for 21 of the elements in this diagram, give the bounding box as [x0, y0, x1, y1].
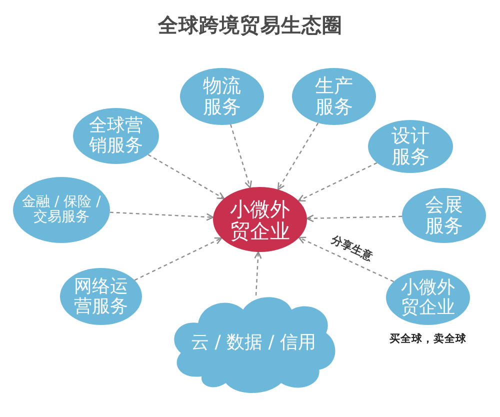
dashed-arrow	[306, 214, 402, 222]
dashed-arrow	[254, 251, 262, 296]
dashed-arrow	[230, 124, 252, 188]
node-text: 云 / 数据 / 信用	[190, 333, 317, 353]
dashed-arrow	[277, 122, 319, 190]
dashed-arrow	[134, 237, 222, 281]
node-text: 设计服务	[390, 126, 430, 168]
diagram-title: 全球跨境贸易生态圈	[158, 12, 342, 38]
node-text: 小微外贸企业	[229, 198, 291, 242]
dashed-arrow	[110, 212, 214, 221]
dashed-arrow	[298, 162, 378, 202]
node-text: 全球营销服务	[88, 116, 144, 156]
node-text: 物流服务	[202, 76, 242, 118]
node-text: 会展服务	[424, 194, 464, 236]
node-text: 金融 / 保险 / 交易服务	[21, 194, 102, 226]
node-text: 网络运营服务	[73, 276, 129, 316]
node-text: 小微外贸企业	[400, 278, 456, 318]
dashed-arrow	[148, 154, 225, 200]
node-text: 生产服务	[314, 76, 354, 118]
dashed-arrow	[298, 236, 394, 282]
node-caption: 买全球，卖全球	[390, 333, 466, 346]
